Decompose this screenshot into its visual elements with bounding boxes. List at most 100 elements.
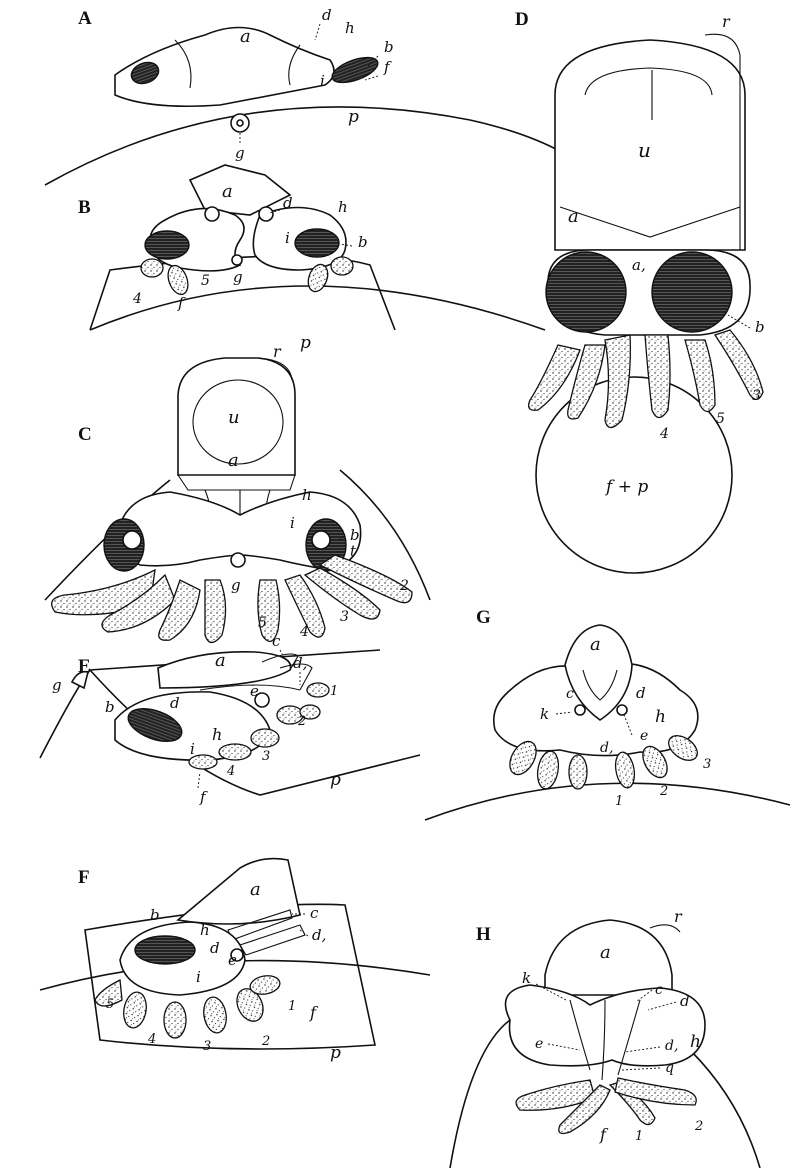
- panel-b-label-b: b: [358, 233, 368, 251]
- panel-c-funnel: [231, 553, 245, 567]
- panel-d-eye-right: [652, 252, 732, 332]
- panel-g-label-1: 1: [615, 794, 623, 809]
- panel-b-eye-left: [145, 231, 189, 259]
- panel-a-label-p: p: [348, 107, 359, 127]
- panel-g-label-e: e: [640, 728, 648, 744]
- panel-e-arm-3b: [219, 744, 251, 760]
- panel-a-label-h: h: [345, 19, 355, 37]
- panel-d-label-5: 5: [716, 411, 725, 427]
- panel-e-label-p: p: [330, 770, 341, 790]
- panel-c-label-g: g: [231, 576, 241, 594]
- panel-g-arm-left-2: [535, 750, 561, 791]
- panel-c-label-4: 4: [299, 624, 309, 640]
- panel-d-label-u: u: [638, 138, 651, 162]
- panel-f-label-e: e: [228, 951, 237, 969]
- panel-e-label-a: a: [215, 650, 226, 671]
- panel-g-arm-left-3: [569, 755, 587, 789]
- panel-c-title: C: [78, 424, 92, 445]
- panel-h-label-q: q: [665, 1060, 674, 1076]
- panel-e-label-i: i: [190, 740, 195, 758]
- panel-a-label-d: d: [322, 6, 332, 24]
- panel-f-label-i: i: [196, 968, 201, 986]
- panel-f-title: F: [78, 867, 90, 888]
- panel-c-label-2: 2: [399, 578, 409, 594]
- panel-g-label-c: c: [566, 686, 574, 702]
- panel-h-label-f: f: [599, 1125, 609, 1144]
- panel-c-label-t: t: [350, 542, 357, 560]
- panel-g-label-a: a: [590, 634, 601, 655]
- panel-a-eye-right: [329, 52, 381, 87]
- panel-g-label-3: 3: [703, 757, 711, 772]
- panel-e-arm-1: [307, 683, 329, 697]
- panel-h-title: H: [476, 924, 491, 945]
- panel-c-label-r: r: [273, 342, 282, 361]
- panel-g-label-k: k: [540, 705, 549, 723]
- panel-a-label-g: g: [235, 144, 245, 162]
- panel-c-lens-right: [312, 531, 330, 549]
- panel-d-label-fp: f + p: [604, 477, 648, 497]
- panel-e-label-d: d: [170, 694, 180, 712]
- panel-e-label-d1: d,: [293, 654, 307, 672]
- panel-b-label-h: h: [338, 198, 348, 216]
- panel-e-lead-f: [198, 772, 200, 788]
- panel-b-arm-4-right: [331, 257, 353, 275]
- panel-h-label-d: d: [680, 992, 690, 1010]
- panel-f-label-3: 3: [203, 1039, 211, 1054]
- panel-h-yolk-right: [690, 1050, 760, 1168]
- panel-h-yolk-left: [450, 1020, 510, 1168]
- panel-e-arm-3: [251, 729, 279, 747]
- panel-c-collar: [178, 475, 295, 490]
- panel-f-label-p: p: [330, 1043, 341, 1063]
- panel-a-title: A: [78, 8, 92, 29]
- panel-d-title: D: [515, 9, 529, 30]
- panel-b-arm-4-left: [141, 259, 163, 277]
- panel-c-label-h: h: [302, 486, 312, 504]
- panel-g-label-2: 2: [659, 784, 668, 799]
- panel-e-label-3: 3: [262, 749, 270, 764]
- panel-c-label-5: 5: [258, 615, 267, 631]
- panel-g: G a c d k h e d, 1 2 3: [425, 607, 790, 820]
- panel-f-label-1: 1: [288, 999, 296, 1014]
- panel-c-label-3: 3: [340, 609, 349, 625]
- panel-e-label-h: h: [212, 725, 222, 744]
- panel-f-tentacle-d1: [240, 925, 305, 955]
- panel-h-label-e: e: [535, 1036, 543, 1052]
- panel-f-label-c: c: [310, 904, 319, 922]
- panel-d: D r u a a, b 3 4 5 f + p: [515, 9, 765, 573]
- panel-f: F a b h c d d, e i f p 1 2 3 4 5: [40, 859, 430, 1063]
- panel-f-label-d: d: [210, 939, 220, 957]
- panel-f-arm-3b: [201, 995, 229, 1034]
- panel-g-title: G: [476, 607, 491, 628]
- panel-f-label-4: 4: [147, 1032, 156, 1047]
- panel-d-label-a: a: [568, 206, 579, 227]
- panel-f-label-b: b: [150, 906, 160, 924]
- panel-h-label-h: h: [690, 1032, 701, 1052]
- panel-h-label-d1: d,: [665, 1038, 678, 1054]
- panel-c-lens-left: [123, 531, 141, 549]
- panel-a-label-b: b: [384, 38, 394, 56]
- panel-c-label-i: i: [290, 514, 295, 532]
- panel-c-arm-5-left: [205, 580, 226, 643]
- panel-b-label-d: d: [283, 194, 293, 212]
- panel-b-head: [190, 165, 290, 215]
- panel-h-label-a: a: [600, 942, 611, 963]
- panel-b-title: B: [78, 197, 91, 218]
- panel-b-label-p: p: [300, 333, 311, 353]
- panel-b-label-a: a: [222, 181, 233, 202]
- panel-a-lead-d: [315, 24, 320, 40]
- panel-d-label-r: r: [722, 12, 731, 31]
- panel-e-funnel: [72, 672, 88, 688]
- panel-h-label-1: 1: [635, 1129, 643, 1144]
- panel-d-label-b: b: [755, 318, 765, 336]
- panel-a-label-a: a: [240, 26, 251, 47]
- panel-b-label-g: g: [233, 268, 243, 286]
- panel-f-label-d1: d,: [312, 926, 326, 944]
- panel-f-label-5: 5: [106, 997, 114, 1012]
- panel-a-lead-f: [365, 76, 378, 80]
- panel-e-label-e: e: [250, 682, 259, 700]
- panel-f-arm-4: [121, 990, 149, 1029]
- panel-b-funnel: [232, 255, 242, 265]
- panel-e: E g a c d, d e b h i f p 1 2 3 4: [40, 632, 420, 806]
- panel-f-label-a: a: [250, 879, 261, 900]
- panel-h-label-2: 2: [694, 1119, 703, 1134]
